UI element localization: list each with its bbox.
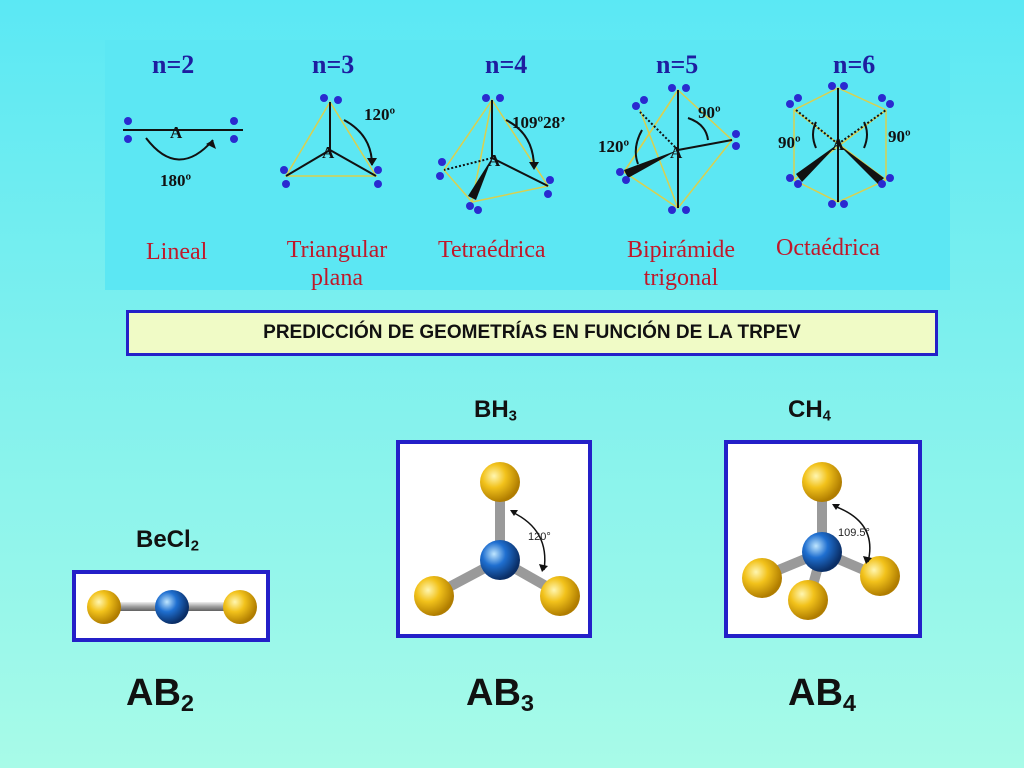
svg-text:A: A — [488, 151, 501, 170]
angle-label-90-right: 90º — [888, 127, 911, 146]
n-label-3: n=3 — [312, 50, 355, 79]
type-ab2: AB2 — [126, 672, 194, 716]
angle-label-90: 90º — [698, 103, 721, 122]
angle-label-180: 180º — [160, 171, 192, 190]
name-bipiramide-trigonal: Bipirámide trigonal — [627, 237, 735, 291]
becl2-model-box — [72, 570, 270, 642]
name-octaedrica: Octaédrica — [776, 235, 880, 261]
bh3-angle-label: 120° — [528, 531, 551, 543]
trigonal-planar-diagram: A 120º — [272, 90, 402, 200]
svg-text:A: A — [670, 143, 683, 162]
svg-text:A: A — [832, 135, 845, 154]
bh3-ball-stick-model: 120° — [414, 462, 580, 616]
angle-label-90-left: 90º — [778, 133, 801, 152]
tetrahedral-diagram: A 109º28’ — [430, 90, 580, 215]
name-lineal: Lineal — [146, 239, 208, 265]
octahedral-diagram: A 90º 90º — [776, 82, 926, 208]
name-triangular-plana: Triangular plana — [286, 237, 388, 291]
ch4-angle-label: 109.5° — [838, 527, 870, 539]
ch4-ball-stick-model: 109.5° — [742, 462, 900, 620]
page-title: PREDICCIÓN DE GEOMETRÍAS EN FUNCIÓN DE L… — [263, 322, 801, 343]
svg-text:A: A — [322, 143, 335, 162]
n-label-5: n=5 — [656, 50, 699, 79]
ch4-model-box: 109.5° — [724, 440, 922, 638]
name-tetraedrica: Tetraédrica — [438, 237, 546, 263]
becl2-ball-stick-model — [87, 590, 257, 624]
trigonal-bipyramidal-diagram: A 90º 120º — [596, 82, 746, 217]
central-atom-label: A — [170, 123, 183, 142]
n-label-6: n=6 — [833, 50, 876, 79]
title-box: PREDICCIÓN DE GEOMETRÍAS EN FUNCIÓN DE L… — [126, 310, 938, 356]
angle-label-109: 109º28’ — [512, 113, 566, 132]
linear-geometry-diagram: A 180º — [118, 110, 248, 200]
n-label-2: n=2 — [152, 50, 195, 79]
angle-label-120-eq: 120º — [598, 137, 630, 156]
bh3-model-box: 120° — [396, 440, 592, 638]
angle-label-120: 120º — [364, 105, 396, 124]
n-label-4: n=4 — [485, 50, 528, 79]
formula-bh3: BH3 — [474, 396, 517, 425]
formula-becl2: BeCl2 — [136, 526, 199, 555]
type-ab3: AB3 — [466, 672, 534, 716]
formula-ch4: CH4 — [788, 396, 831, 425]
type-ab4: AB4 — [788, 672, 856, 716]
